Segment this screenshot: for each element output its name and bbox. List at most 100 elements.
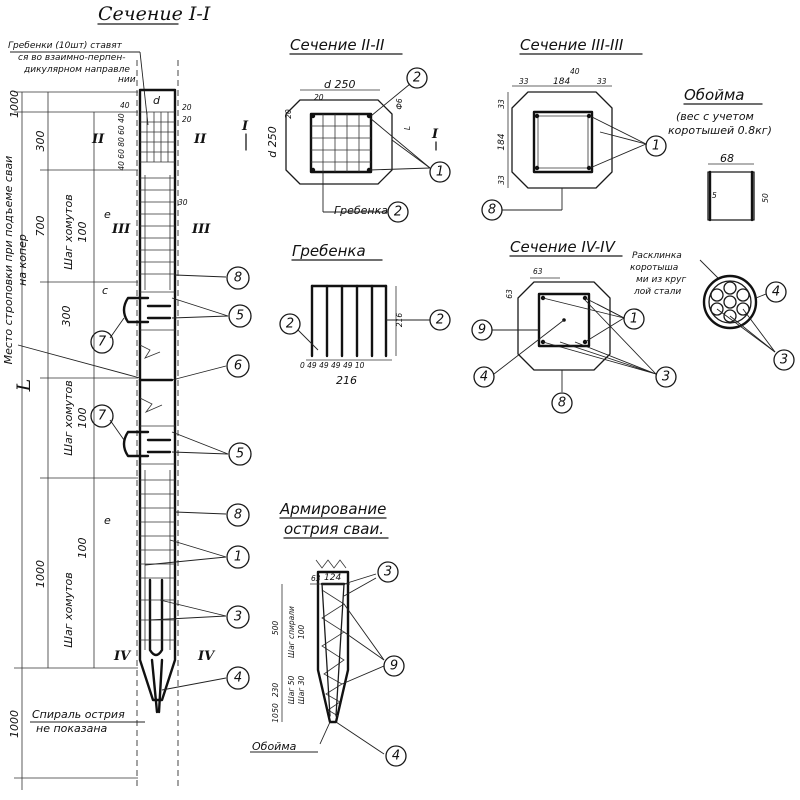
section-1-view: Сечение I-I Гребенки (10шт) ставят ся во… (2, 3, 252, 790)
title-section-2: Сечение II-II (290, 36, 385, 54)
tip-break-line (315, 559, 347, 569)
cut-mark-IV-right: IV (197, 649, 216, 664)
s3-184: 184 (553, 77, 570, 87)
note-grebenki-3: дикулярном направле (23, 65, 130, 75)
s2-top-20: 20 (314, 93, 324, 102)
svg-text:8: 8 (558, 396, 566, 411)
s4-callout-9: 9 (471, 319, 539, 341)
tip-spiral (321, 589, 345, 717)
section-2-outline (285, 99, 393, 185)
note-rasklinka-4: лой стали (633, 287, 681, 297)
tip-pitch-1: Шаг спирали (287, 606, 296, 658)
s3-side: 184 (497, 133, 507, 150)
svg-text:7: 7 (98, 335, 107, 350)
grebenka-teeth (310, 284, 388, 358)
s3-bar-tr (586, 113, 592, 119)
oboima-weight-1: (вес с учетом (676, 110, 754, 123)
callout-7-b: 7 (90, 404, 125, 441)
dim-300-a: 300 (34, 131, 47, 152)
svg-text:3: 3 (234, 610, 242, 625)
s3-33a: 33 (519, 77, 529, 86)
tip-50: 50 (271, 703, 280, 713)
note-grebenki-4: нии (118, 75, 136, 85)
pitch-label-2: Шаг хомутов (62, 380, 75, 455)
callout-1-a: 1 (144, 539, 250, 569)
s3-bar-br (586, 165, 592, 171)
tip-230: 230 (271, 683, 280, 698)
grebenka-callout-2-left: 2 (279, 313, 319, 351)
callout-8-b: 8 (174, 503, 250, 527)
svg-text:7: 7 (98, 409, 107, 424)
grebenka-bottom: 0 49 49 49 49 10 (300, 361, 365, 370)
title-section-1: Сечение I-I (98, 3, 211, 25)
dim-stack: 40 60 80 60 40 (117, 113, 126, 170)
dim-30: 30 (178, 198, 188, 207)
s3-33d: 33 (497, 175, 506, 185)
dim-L: L (13, 379, 35, 393)
s2-grebenka-label: Гребенка (334, 204, 388, 217)
tip-10: 10 (271, 713, 280, 723)
svg-text:2: 2 (286, 317, 294, 332)
oboima-ring (707, 171, 755, 221)
s2-top-dim: d 250 (324, 78, 355, 91)
section-4-view: Сечение IV-IV 63 63 9 4 8 (471, 238, 677, 414)
s3-top: 40 (570, 67, 580, 76)
tip-oboima-label-group: Обойма (250, 721, 331, 753)
section-3-cage (532, 110, 594, 174)
s4-callout-1: 1 (542, 297, 645, 343)
tip-bar-left (321, 583, 331, 717)
note-spiral-1: Спираль острия (32, 708, 125, 721)
section-2-view: Сечение II-II d 250 20 d 250 20 Ф6 L I I (241, 36, 451, 223)
section-3-outline (511, 91, 613, 189)
tip-bar-right (335, 583, 345, 717)
oboima-68: 68 (720, 152, 734, 165)
s2-l: L (403, 126, 412, 130)
svg-text:8: 8 (488, 203, 496, 218)
note-lifting-leader (17, 344, 141, 379)
s2-callout-2-top: 2 (370, 67, 428, 117)
svg-text:1: 1 (234, 550, 242, 565)
tip-124: 124 (324, 573, 341, 583)
s2-side-20: 20 (284, 109, 293, 119)
lifting-loop-lower (122, 425, 175, 465)
svg-text:8: 8 (234, 271, 242, 286)
section-2-cage (309, 112, 373, 174)
lifting-loop-upper (122, 291, 175, 331)
rasklinka-callout-3: 3 (716, 308, 795, 371)
note-lifting-1: Место строповки при подъеме сваи (2, 156, 15, 365)
svg-text:1: 1 (436, 165, 444, 180)
svg-text:2: 2 (394, 205, 402, 220)
svg-text:9: 9 (478, 323, 486, 338)
svg-text:5: 5 (236, 309, 244, 324)
section-3-view: Сечение III-III 33 184 33 40 184 33 33 1… (481, 36, 667, 221)
svg-text:4: 4 (392, 749, 400, 764)
callout-7-a: 7 (90, 317, 125, 354)
s3-callout-8: 8 (481, 188, 563, 221)
cut-mark-II-right: II (193, 132, 207, 147)
grebenka-callout-2-right: 2 (386, 309, 451, 331)
callout-3-a: 3 (149, 599, 250, 629)
dim-1000-top: 1000 (8, 90, 21, 118)
svg-text:9: 9 (390, 659, 398, 674)
tip-63: 63 (311, 574, 321, 583)
cut-mark-III-right: III (191, 222, 211, 237)
s3-callout-1: 1 (589, 115, 667, 169)
title-tip-line2: острия сваи. (284, 520, 384, 538)
rasklinka-ring (702, 274, 758, 330)
rasklinka-callout-4: 4 (755, 281, 787, 303)
svg-text:3: 3 (662, 370, 670, 385)
s2-callout-1: 1 (369, 117, 451, 183)
tip-pitch-1v: 100 (297, 625, 306, 640)
pitch-value-1: 100 (76, 222, 89, 243)
tip-500: 500 (271, 621, 280, 636)
tip-pitch-2: Шаг 50 (287, 676, 296, 705)
s2-callout-2-bottom: Гребенка 2 (322, 172, 409, 223)
dim-e-a: e (104, 208, 111, 221)
pitch-value-3: 100 (76, 538, 89, 559)
svg-text:6: 6 (234, 359, 242, 374)
dim-700: 700 (34, 216, 47, 237)
note-rasklinka-1: Расклинка (632, 251, 682, 261)
svg-text:1: 1 (630, 312, 638, 327)
s4-callout-4: 4 (473, 319, 565, 388)
